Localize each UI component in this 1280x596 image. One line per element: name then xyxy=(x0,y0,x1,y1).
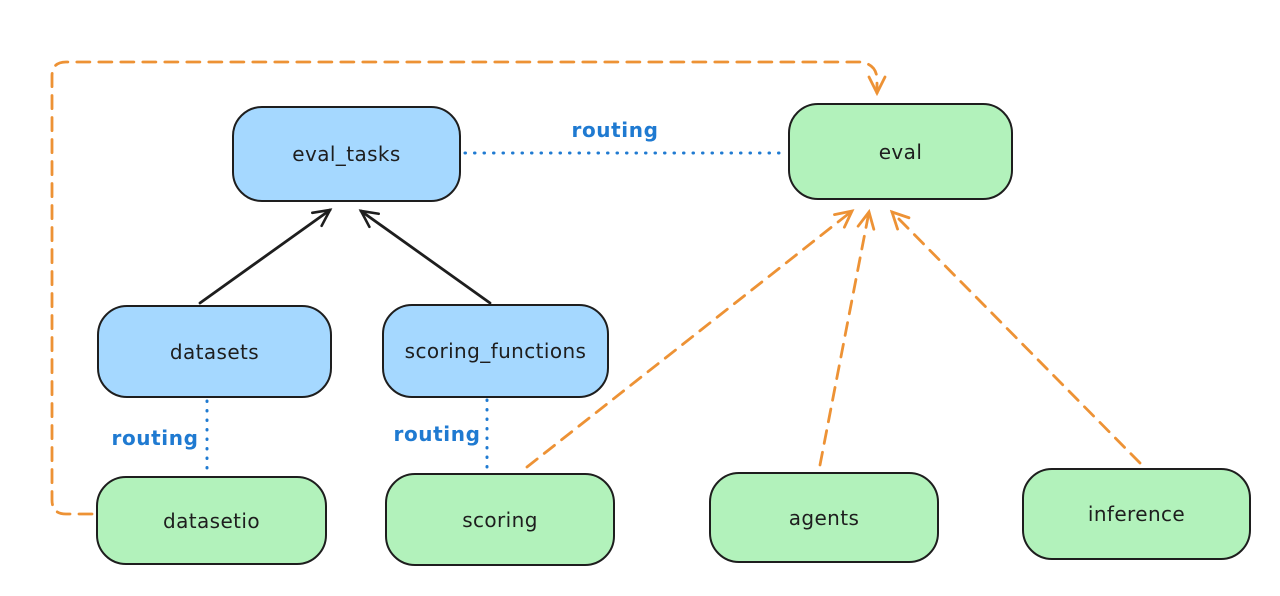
edge-label-routing-eval-tasks-eval: routing xyxy=(571,118,659,142)
edge-datasetio-to-eval xyxy=(50,60,877,516)
node-inference: inference xyxy=(1022,468,1251,560)
node-eval: eval xyxy=(788,103,1013,200)
edge-datasets-to-eval-tasks xyxy=(198,208,333,305)
node-datasets: datasets xyxy=(97,305,332,398)
node-scoring: scoring xyxy=(385,473,615,566)
node-agents-label: agents xyxy=(788,505,860,530)
edge-scoring-functions-to-eval-tasks xyxy=(358,209,492,305)
node-scoring-functions: scoring_functions xyxy=(382,304,609,398)
edge-label-routing-scoring-functions-scoring: routing xyxy=(393,422,481,446)
node-eval-tasks: eval_tasks xyxy=(232,106,461,202)
node-scoring-label: scoring xyxy=(462,507,538,532)
node-datasets-label: datasets xyxy=(169,339,260,364)
node-datasetio-label: datasetio xyxy=(162,508,260,533)
node-datasetio: datasetio xyxy=(96,476,327,565)
node-scoring-functions-label: scoring_functions xyxy=(404,339,587,363)
edge-label-routing-datasets-datasetio: routing xyxy=(111,426,199,450)
node-inference-label: inference xyxy=(1087,502,1186,526)
node-eval-tasks-label: eval_tasks xyxy=(292,142,401,166)
edge-inference-to-eval xyxy=(892,212,1142,465)
node-eval-label: eval xyxy=(878,139,923,164)
edge-agents-to-eval xyxy=(818,212,869,467)
edge-scoring-to-eval xyxy=(525,211,852,469)
node-agents: agents xyxy=(709,472,939,563)
